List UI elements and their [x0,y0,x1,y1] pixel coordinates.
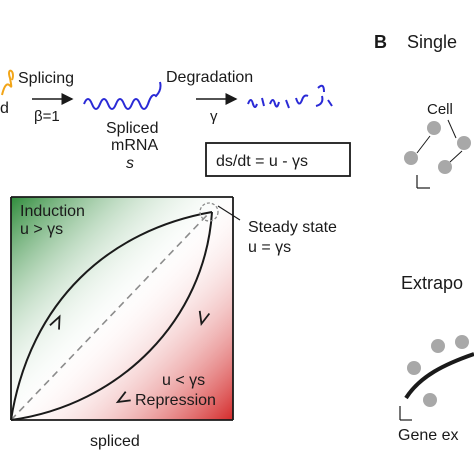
trajectory-curve [404,352,474,400]
cell-dot [423,393,437,407]
beta-label: β=1 [34,108,60,125]
repression-condition: u < γs [162,372,205,389]
equation-box [205,142,351,177]
panel-b-title: Single [407,32,457,52]
induction-label: Induction [20,203,85,220]
steady-state-pointer [217,205,241,221]
unspliced-rna-squiggle [1,69,14,96]
induction-condition: u > γs [20,221,63,238]
spliced-label-line1: Spliced [106,120,158,137]
steady-state-label: Steady state [248,219,337,236]
induction-trajectory [10,211,213,421]
extrapolation-cells [407,335,469,407]
repression-label: Repression [135,392,216,409]
cell-dot [431,339,445,353]
equation-text: ds/dt = u - γs [216,153,308,170]
gamma-label: γ [210,108,218,125]
cell-dot [457,136,471,150]
repression-arrowhead-1 [198,310,211,327]
degradation-label: Degradation [166,69,253,86]
mini-axes-bottom [399,406,412,421]
phase-portrait: Induction u > γs u < γs Repression [10,196,234,421]
spliced-rna-squiggle [83,81,162,110]
velocity-arrow [416,135,431,154]
unspliced-label-tail: d [0,100,9,117]
cell-dot [427,121,441,135]
cell-dot [438,160,452,174]
repression-arrowhead-2 [115,391,131,404]
panel-b-letter: B [374,32,387,52]
gene-axis-label: Gene ex [398,427,458,444]
cell-label: Cell [427,101,453,118]
x-axis-label: spliced [90,433,140,450]
spliced-symbol: s [126,155,134,172]
cell-dot [404,151,418,165]
repression-trajectory [10,211,213,421]
single-cells [404,121,471,174]
velocity-arrow [449,150,463,163]
cell-dot [455,335,469,349]
cell-pointer [447,119,457,139]
extrapolation-title: Extrapo [401,273,463,293]
steady-state-condition: u = γs [248,239,291,256]
cell-dot [407,361,421,375]
induction-arrowhead [49,314,61,330]
splicing-label: Splicing [18,70,74,87]
mini-axes-top [416,175,430,189]
repression-gradient [11,197,233,420]
steady-state-marker [199,202,219,222]
spliced-label-line2: mRNA [111,137,158,154]
degraded-rna-fragments [247,84,333,109]
